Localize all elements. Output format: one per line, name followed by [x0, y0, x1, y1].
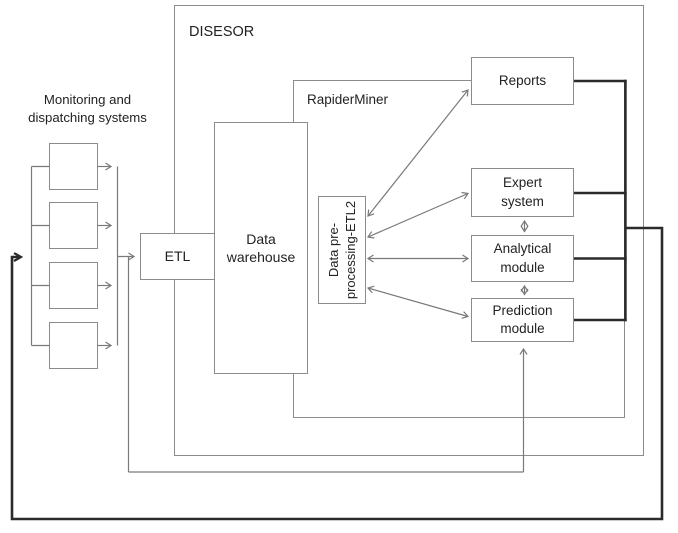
node-etl: ETL: [140, 233, 215, 280]
node-preprocessing-label: Data pre- processing-ETL2: [325, 198, 359, 302]
monitoring-box-1: [49, 143, 98, 190]
preprocessing-label-line2: processing-ETL2: [343, 200, 358, 300]
node-analytical-module-label: Analytical module: [493, 241, 552, 275]
monitoring-systems-label: Monitoring and dispatching systems: [28, 92, 147, 125]
node-prediction-module-label: Prediction module: [492, 302, 553, 337]
monitoring-box-2: [49, 202, 98, 249]
monitoring-box-3: [49, 262, 98, 309]
node-data-warehouse-label: Data warehouse: [226, 230, 296, 266]
system-title: DISESOR: [189, 24, 255, 40]
monitoring-box-4: [49, 322, 98, 369]
node-preprocessing: Data pre- processing-ETL2: [318, 196, 366, 304]
preprocessing-label-line1: Data pre-: [326, 222, 341, 278]
node-expert-system: Expert system: [471, 168, 574, 217]
node-prediction-module: Prediction module: [471, 298, 574, 342]
platform-label: RapiderMiner: [307, 92, 389, 107]
node-expert-system-label: Expert system: [501, 175, 544, 209]
node-reports: Reports: [471, 57, 574, 105]
node-etl-label: ETL: [164, 248, 191, 265]
node-analytical-module: Analytical module: [471, 235, 574, 282]
node-data-warehouse: Data warehouse: [214, 122, 308, 374]
node-reports-label: Reports: [498, 72, 547, 88]
